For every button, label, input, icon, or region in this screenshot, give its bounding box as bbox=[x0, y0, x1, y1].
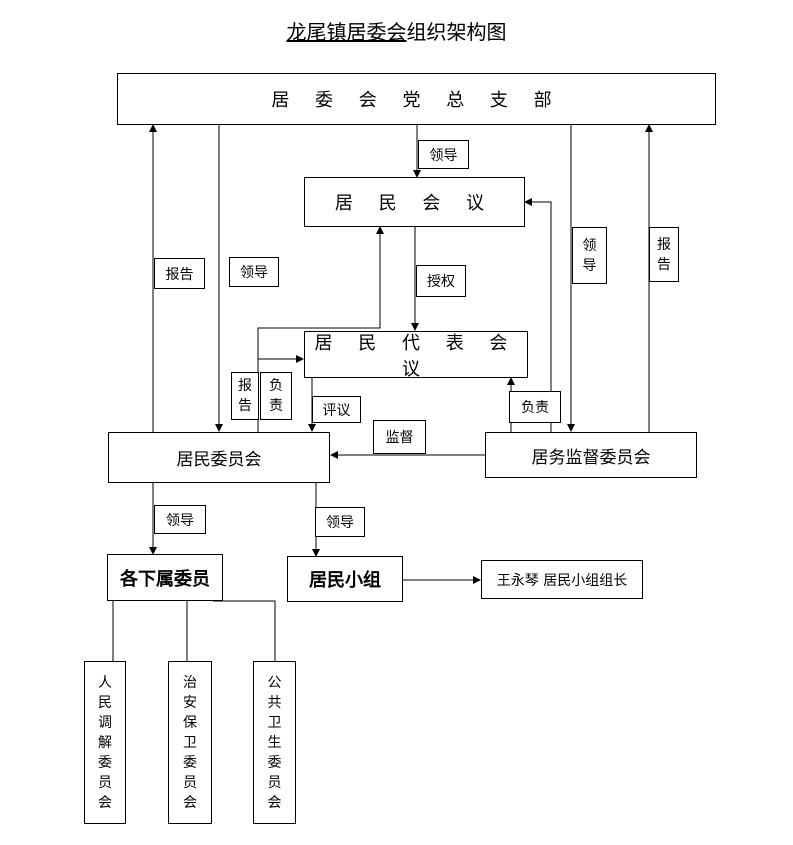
label-responsible-small: 负责 bbox=[260, 372, 292, 420]
node-mediation: 人民调解委员会 bbox=[84, 661, 126, 824]
label-lead-left: 领导 bbox=[229, 257, 279, 287]
label-lead-groups: 领导 bbox=[315, 507, 365, 537]
label-responsible-right: 负责 bbox=[509, 391, 561, 423]
node-sub-members: 各下属委员 bbox=[107, 554, 223, 601]
edge-supervision-meeting bbox=[524, 198, 552, 432]
node-committee: 居民委员会 bbox=[108, 432, 330, 483]
title-committee: 居委会 bbox=[346, 20, 407, 44]
label-report-left: 报告 bbox=[154, 258, 205, 289]
node-residents-meeting: 居 民 会 议 bbox=[304, 177, 525, 227]
label-lead-sub: 领导 bbox=[154, 505, 206, 534]
node-groups: 居民小组 bbox=[287, 556, 403, 602]
node-group-leader: 王永琴 居民小组组长 bbox=[481, 560, 643, 599]
label-lead-right: 领导 bbox=[572, 227, 607, 284]
label-lead-top: 领导 bbox=[418, 140, 469, 169]
label-review: 评议 bbox=[312, 396, 361, 423]
edge-sub-health bbox=[213, 600, 276, 661]
node-rep-meeting: 居 民 代 表 会 议 bbox=[304, 331, 528, 380]
label-report-small: 报告 bbox=[231, 372, 259, 420]
label-supervise: 监督 bbox=[373, 420, 426, 454]
node-health: 公共卫生委员会 bbox=[253, 661, 296, 824]
label-authorize: 授权 bbox=[416, 265, 466, 297]
node-security: 治安保卫委员会 bbox=[168, 661, 212, 824]
diagram-title: 龙尾镇居委会组织架构图 bbox=[0, 16, 793, 45]
title-town: 龙尾镇 bbox=[286, 20, 347, 44]
label-report-right: 报告 bbox=[649, 227, 679, 282]
node-party-branch: 居 委 会 党 总 支 部 bbox=[117, 73, 716, 125]
node-supervision: 居务监督委员会 bbox=[485, 432, 697, 478]
title-rest: 组织架构图 bbox=[406, 20, 507, 44]
